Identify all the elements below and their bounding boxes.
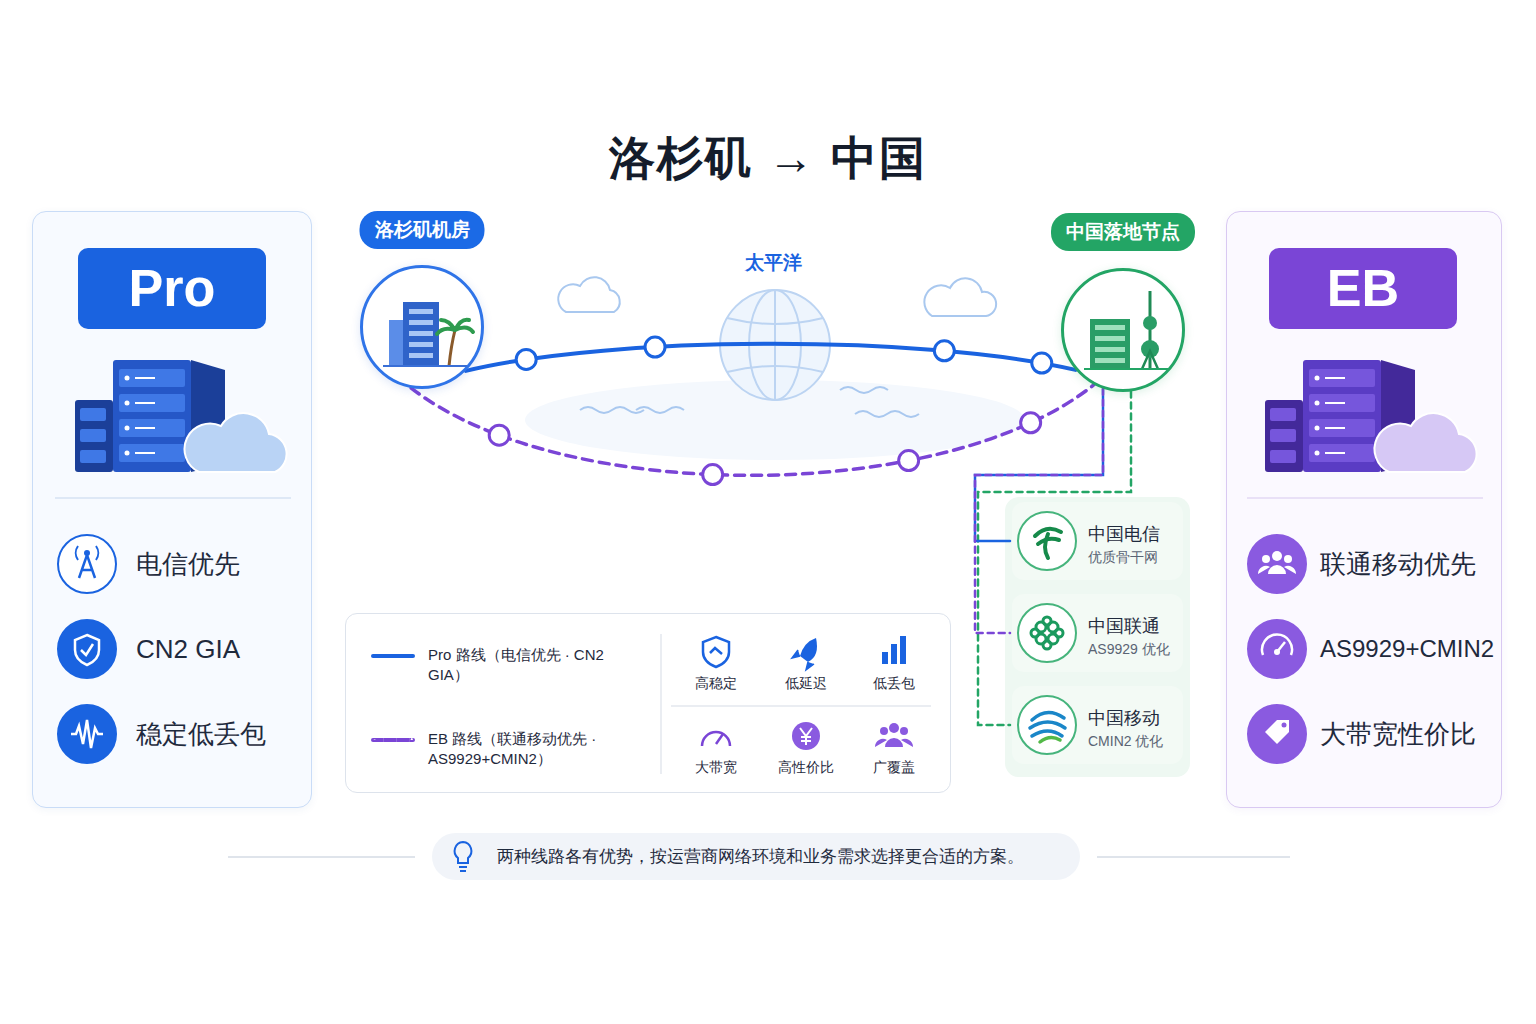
route-dot xyxy=(489,425,509,445)
route-dot xyxy=(703,465,723,485)
people-icon xyxy=(875,723,913,747)
divider xyxy=(1247,497,1483,499)
node-text: 中国电信 xyxy=(1088,522,1160,546)
node-text: EB xyxy=(1269,248,1457,329)
legend-box: Pro 路线（电信优先 · CN2 GIA） EB 路线（联通移动优先 · AS9… xyxy=(345,613,951,793)
node-text: CN2 GIA xyxy=(136,631,240,667)
route-dot xyxy=(645,337,665,357)
route-dot xyxy=(1032,353,1052,373)
node-text: Pro xyxy=(78,248,266,329)
route-dot xyxy=(516,349,536,369)
route-panel: 联通移动优先 AS9929+CMIN2 大带宽性价比 EB xyxy=(1226,211,1502,808)
node-text: 中国联通 xyxy=(1088,614,1160,638)
feature-icon xyxy=(1248,535,1306,593)
location-node: 洛杉矶机房 xyxy=(360,265,484,389)
feature-label: 大带宽 xyxy=(676,759,756,777)
connector-line xyxy=(411,385,1094,476)
route-connector xyxy=(466,337,1076,373)
node-text: 中国落地节点 xyxy=(1051,213,1195,251)
caption-text: 两种线路各有优势，按运营商网络环境和业务需求选择更合适的方案。 xyxy=(497,833,1024,880)
node-text: AS9929 优化 xyxy=(1088,641,1170,659)
connector-line xyxy=(466,344,1076,371)
stable-icon xyxy=(703,637,729,667)
divider xyxy=(55,497,291,499)
circle-illustration xyxy=(363,268,487,392)
diagram-title: 洛杉矶 → 中国 xyxy=(0,128,1536,190)
node-text: 优质骨干网 xyxy=(1088,549,1158,567)
node-text: 电信优先 xyxy=(136,546,240,582)
route-dot xyxy=(899,451,919,471)
carrier-box: 中国移动 CMIN2 优化 xyxy=(1010,684,1185,766)
bars-icon xyxy=(882,636,906,664)
caption-pill: 两种线路各有优势，按运营商网络环境和业务需求选择更合适的方案。 xyxy=(432,833,1080,880)
server-illustration xyxy=(1265,360,1477,472)
location-node: 中国落地节点 xyxy=(1061,268,1185,392)
waves xyxy=(580,387,919,417)
legend-line-sample xyxy=(371,654,415,658)
legend-text: Pro 路线（电信优先 · CN2 GIA） xyxy=(428,645,643,685)
building-illustration xyxy=(1084,291,1168,369)
node-text: 联通移动优先 xyxy=(1320,546,1476,582)
feature-label: 低丢包 xyxy=(854,675,934,693)
feature-label: 广覆盖 xyxy=(854,759,934,777)
feature-label: 高稳定 xyxy=(676,675,756,693)
server-illustration xyxy=(75,360,287,472)
carrier-box: 中国联通 AS9929 优化 xyxy=(1010,592,1185,674)
feature-icon xyxy=(1248,705,1306,763)
node-text: AS9929+CMIN2 xyxy=(1320,631,1494,667)
legend-line-sample xyxy=(371,738,415,742)
rocket-icon xyxy=(792,638,817,670)
node-text: 洛杉矶机房 xyxy=(360,211,485,249)
carrier-panel xyxy=(1005,497,1190,777)
circle-illustration xyxy=(1064,271,1188,395)
clouds xyxy=(558,277,996,316)
legend-text: EB 路线（联通移动优先 · AS9929+CMIN2） xyxy=(428,729,643,769)
route-badge: Pro xyxy=(78,248,266,329)
node-text: 稳定低丢包 xyxy=(136,716,266,752)
ocean-label: 太平洋 xyxy=(723,250,823,276)
feature-icon xyxy=(58,620,116,678)
route-dot xyxy=(934,341,954,361)
building-illustration xyxy=(383,302,473,366)
yen-icon xyxy=(792,722,820,750)
node-text: CMIN2 优化 xyxy=(1088,733,1163,751)
route-connector xyxy=(411,385,1094,485)
feature-icon xyxy=(58,535,116,593)
carrier-box: 中国电信优质骨干网 xyxy=(1010,500,1185,582)
feature-label: 高性价比 xyxy=(766,759,846,777)
gauge-icon xyxy=(702,732,730,746)
route-dot xyxy=(1021,413,1041,433)
feature-label: 低延迟 xyxy=(766,675,846,693)
route-badge: EB xyxy=(1269,248,1457,329)
feature-icon xyxy=(58,705,116,763)
route-panel: 电信优先 CN2 GIA 稳定低丢包 Pro xyxy=(32,211,312,808)
feature-icon xyxy=(1248,620,1306,678)
node-text: 中国移动 xyxy=(1088,706,1160,730)
node-text: 大带宽性价比 xyxy=(1320,716,1476,752)
